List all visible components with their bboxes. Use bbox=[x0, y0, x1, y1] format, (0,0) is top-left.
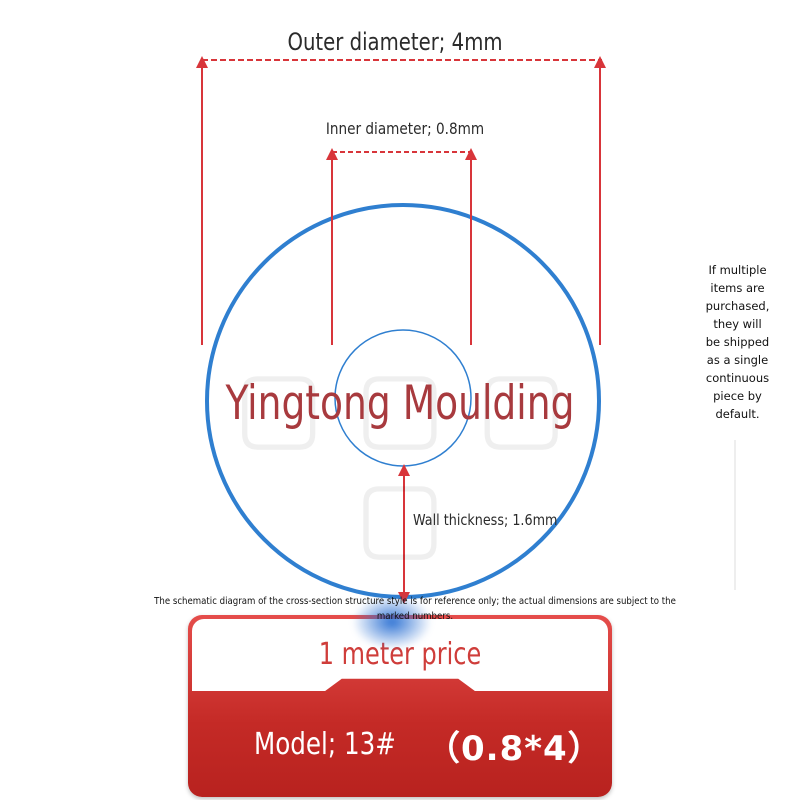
watermark: ▢ ▢ ▢ ▢ bbox=[233, 349, 567, 571]
shipping-note-line: default. bbox=[715, 407, 760, 421]
disclaimer-line: The schematic diagram of the cross-secti… bbox=[154, 596, 676, 607]
shipping-note-line: as a single bbox=[706, 353, 769, 367]
disclaimer-note: The schematic diagram of the cross-secti… bbox=[58, 594, 772, 624]
brand-name: Yingtong Moulding bbox=[225, 376, 575, 431]
shipping-note-line: they will bbox=[713, 317, 762, 331]
model-label: Model; 13# bbox=[254, 727, 396, 762]
shipping-note-line: piece by bbox=[713, 389, 762, 403]
shipping-note-line: items are bbox=[710, 281, 765, 295]
inner-diameter-label: Inner diameter; 0.8mm bbox=[325, 119, 485, 138]
shipping-note-line: continuous bbox=[705, 371, 770, 385]
shipping-note: If multiple items are purchased, they wi… bbox=[700, 261, 775, 423]
model-spec: （0.8*4） bbox=[426, 729, 603, 769]
wall-thickness-label: Wall thickness; 1.6mm bbox=[413, 511, 558, 529]
shipping-note-line: purchased, bbox=[705, 299, 770, 313]
shipping-note-line: be shipped bbox=[705, 335, 770, 349]
tube-cross-section-highlight bbox=[352, 594, 432, 650]
shipping-note-line: If multiple bbox=[708, 263, 767, 277]
outer-diameter-label: Outer diameter; 4mm bbox=[287, 28, 503, 56]
disclaimer-line: marked numbers. bbox=[376, 611, 454, 622]
